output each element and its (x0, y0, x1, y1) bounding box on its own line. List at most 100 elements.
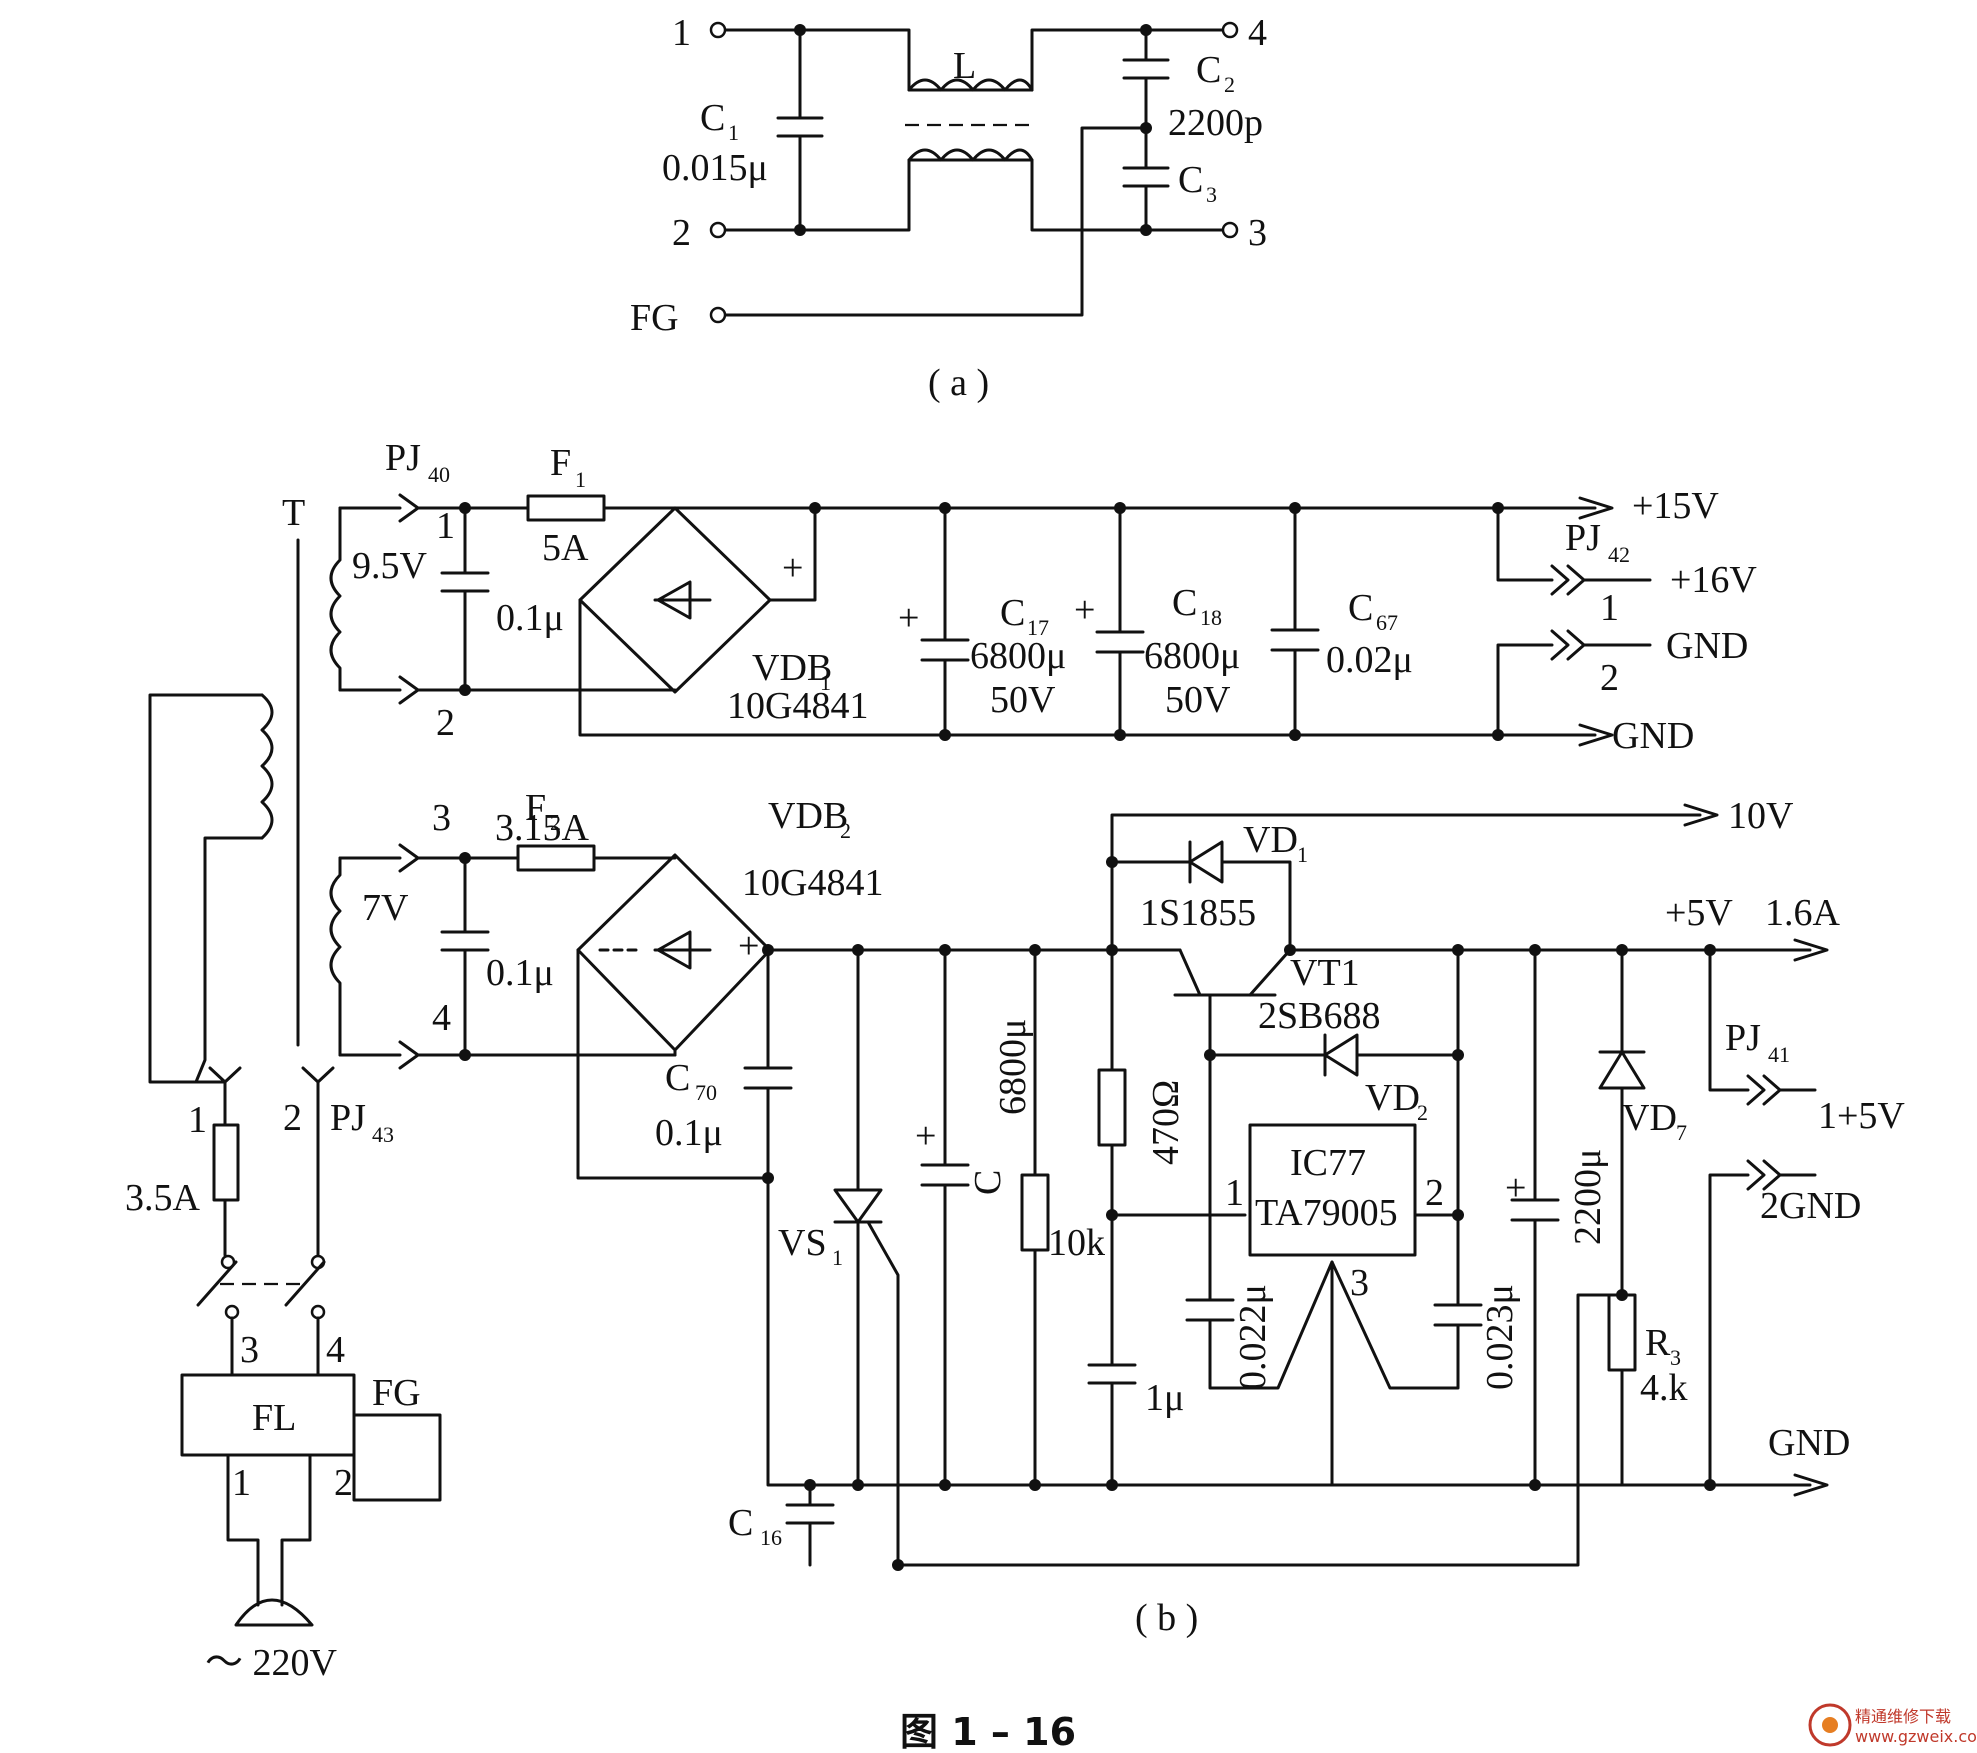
sec2-cap: 0.1μ (486, 952, 554, 994)
vdb2-ref: VDB (768, 795, 848, 837)
pj42-gnd: GND (1666, 625, 1748, 667)
pj42-sub: 42 (1608, 542, 1630, 567)
caption-b: ( b ) (1135, 1597, 1198, 1639)
ic77-box (1248, 1123, 1417, 1257)
diagram-b: T PJ 40 1 2 3 4 9.5V 0.1μ F 1 5A + (125, 437, 1905, 1684)
fl-pin3: 3 (240, 1329, 259, 1371)
c67-value: 0.02μ (1326, 639, 1413, 681)
c1-ref: C (700, 97, 725, 139)
f1-value: 5A (542, 527, 589, 569)
cap-022: 0.022μ (1232, 1284, 1274, 1390)
vdb2-plus: + (738, 925, 759, 967)
vdb1-ref: VDB (752, 647, 832, 689)
c2200-plus: + (1505, 1167, 1526, 1209)
vs1-ref: VS (778, 1222, 827, 1264)
c17-ref: C (1000, 592, 1025, 634)
watermark-url: www.gzweix.com (1855, 1727, 1977, 1746)
c3-ref: C (1178, 159, 1203, 201)
cap-1u: 1μ (1145, 1377, 1184, 1419)
c17-plus: + (898, 597, 919, 639)
out-10v: 10V (1728, 795, 1794, 837)
pj40-pin2: 2 (436, 702, 455, 744)
c17-voltage: 50V (990, 679, 1056, 721)
fl-pin2: 2 (334, 1462, 353, 1504)
c2-sub: 2 (1224, 72, 1235, 97)
pj43-pin2: 2 (283, 1097, 302, 1139)
vdb1-sub: 1 (820, 670, 831, 695)
ic77-pin3: 3 (1350, 1262, 1369, 1304)
vd7-ref: VD (1622, 1097, 1677, 1139)
mains-plug-icon (234, 1598, 314, 1627)
sec1-voltage: 9.5V (352, 545, 428, 587)
c2-value: 2200p (1168, 102, 1263, 144)
pj42-pin1: 1 (1600, 587, 1619, 629)
fl-pin1: 1 (232, 1462, 251, 1504)
f2-value: 3.15A (495, 807, 590, 849)
pj40-pin1: 1 (436, 505, 455, 547)
c3-sub: 3 (1206, 182, 1217, 207)
sec1-cap: 0.1μ (496, 597, 564, 639)
c1-value: 0.015μ (662, 147, 768, 189)
r3-ref: R (1645, 1322, 1671, 1364)
ic77-pin1: 1 (1225, 1172, 1244, 1214)
sec2-voltage: 7V (362, 887, 409, 929)
c1-sub: 1 (728, 120, 739, 145)
vs1-sub: 1 (832, 1245, 843, 1270)
cap-2200: 2200μ (1567, 1149, 1609, 1245)
vdb1-part: 10G4841 (727, 685, 868, 727)
vd1-sub: 1 (1297, 842, 1308, 867)
pj41-out1: 1+5V (1818, 1095, 1905, 1137)
pj41-out2: 2GND (1760, 1185, 1861, 1227)
c18-value: 6800μ (1144, 635, 1240, 677)
vt1-ref: VT1 (1290, 952, 1360, 994)
fl-ref: FL (252, 1397, 296, 1439)
r3-sub: 3 (1670, 1345, 1681, 1370)
terminal-3-label: 3 (1248, 212, 1267, 254)
pj40-pin3: 3 (432, 797, 451, 839)
c2-ref: C (1196, 49, 1221, 91)
pj43-pin1: 1 (188, 1099, 207, 1141)
r3-value: 4.k (1640, 1367, 1688, 1409)
c18-sub: 18 (1200, 605, 1222, 630)
c70-sub: 70 (695, 1080, 717, 1105)
figure-caption: 图 1 – 16 (900, 1710, 1076, 1753)
c19-value: 6800μ (992, 1019, 1034, 1115)
c67-sub: 67 (1376, 610, 1398, 635)
watermark-logo-icon (1808, 1703, 1852, 1747)
f1-sub: 1 (575, 467, 586, 492)
pj42-ref: PJ (1565, 517, 1601, 559)
c17-sub: 17 (1027, 615, 1049, 640)
terminal-1-label: 1 (672, 12, 691, 54)
out-gnd-top: GND (1612, 715, 1694, 757)
terminal-fg (709, 306, 727, 324)
vdb2-part: 10G4841 (742, 862, 883, 904)
ic77-pin2: 2 (1425, 1172, 1444, 1214)
out-gnd-bottom: GND (1768, 1422, 1850, 1464)
vd1-part: 1S1855 (1140, 892, 1256, 934)
vdb1-plus: + (782, 547, 803, 589)
c19-plus: + (915, 1115, 936, 1157)
vd2-sub: 2 (1417, 1100, 1428, 1125)
cap-023: 0.023μ (1479, 1284, 1521, 1390)
vdb1-bridge (578, 506, 772, 694)
terminal-fg-label: FG (630, 297, 679, 339)
fl-fg: FG (372, 1372, 421, 1414)
f2-ref: F (525, 787, 546, 829)
pj40-ref: PJ (385, 437, 421, 479)
ic77-ref: IC77 (1290, 1142, 1366, 1184)
watermark-text: 精通维修下载 (1855, 1707, 1951, 1726)
pj43-ref: PJ (330, 1097, 366, 1139)
vd1-ref: VD (1243, 819, 1298, 861)
mains-voltage: ～ 220V (205, 1642, 338, 1684)
c19-ref: C (967, 1170, 1009, 1195)
c70-value: 0.1μ (655, 1112, 723, 1154)
pj40-sub: 40 (428, 462, 450, 487)
terminal-2-label: 2 (672, 212, 691, 254)
pj41-sub: 41 (1768, 1042, 1790, 1067)
r10k-value: 10k (1048, 1222, 1105, 1264)
terminal-1 (709, 21, 727, 39)
c16-sub: 16 (760, 1525, 782, 1550)
out-5v: +5V (1665, 892, 1733, 934)
pj42-pin2: 2 (1600, 657, 1619, 699)
